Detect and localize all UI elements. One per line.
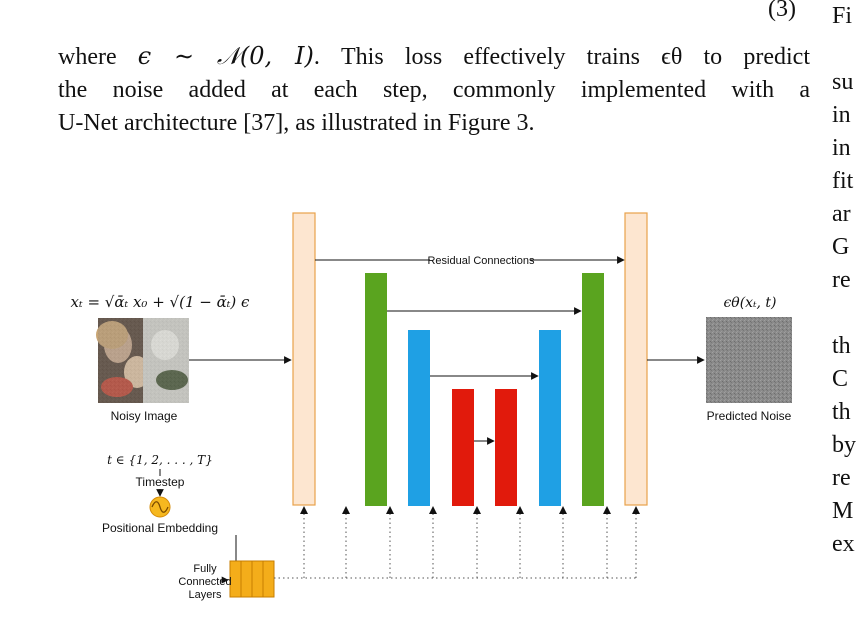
decoder-block-1 [624, 212, 648, 506]
right-fragment: in [832, 102, 851, 128]
right-fragment: Fi [832, 3, 853, 29]
right-fragment: C [832, 366, 849, 392]
body-paragraph: where ϵ ∼ 𝒩(0, I). This loss effectively… [58, 40, 810, 140]
right-fragment: by [832, 432, 856, 458]
right-fragment: su [832, 69, 854, 95]
equation-number: (3) [768, 0, 796, 22]
paragraph-line-1: where ϵ ∼ 𝒩(0, I). This loss effectively… [58, 40, 810, 74]
output-label: Predicted Noise [707, 409, 792, 423]
right-fragment: ex [832, 531, 855, 557]
right-fragment: re [832, 267, 851, 293]
right-column-fragments: Fi su in in fit ar G re th C th by re M … [832, 0, 863, 561]
residual-label: Residual Connections [427, 255, 535, 267]
timestep-set: t ∈ {1, 2, . . . , T} [107, 453, 213, 467]
bottleneck-block-2 [495, 389, 517, 506]
positional-embedding-label: Positional Embedding [102, 521, 218, 535]
residual-label-bg [430, 251, 530, 267]
input-equation: xₜ = √ᾱₜ x₀ + √(1 − ᾱₜ) ϵ [71, 293, 251, 311]
encoder-block-1 [292, 212, 316, 506]
input-label: Noisy Image [111, 409, 178, 423]
right-fragment: M [832, 498, 854, 524]
right-fragment: ar [832, 201, 851, 227]
conditioning-arrowheads [300, 506, 640, 514]
fully-connected-layers-icon [229, 560, 275, 598]
right-fragment: G [832, 234, 850, 260]
fc-label-line1: Fully [193, 563, 217, 575]
predicted-noise-image [706, 317, 792, 403]
paragraph-line-3: U-Net architecture [37], as illustrated … [58, 110, 535, 136]
right-fragment: th [832, 333, 851, 359]
fc-label-line2: Connected [178, 576, 231, 588]
text-run: . This loss effectively trains ϵθ to pre… [313, 44, 810, 70]
timestep-label: Timestep [136, 475, 185, 489]
paragraph-line-2: the noise added at each step, commonly i… [58, 77, 810, 103]
encoder-block-2 [365, 273, 387, 506]
conditioning-arrows [303, 511, 637, 578]
fc-label-line3: Layers [188, 589, 222, 601]
bottleneck-block-1 [452, 389, 474, 506]
sinusoid-icon [149, 496, 171, 518]
output-equation: ϵθ(xₜ, t) [723, 295, 776, 311]
noise-distribution-math: ϵ ∼ 𝒩(0, I) [137, 42, 314, 70]
right-fragment: in [832, 135, 851, 161]
decoder-block-2 [582, 273, 604, 506]
decoder-block-3 [539, 330, 561, 506]
text-run: where [58, 44, 138, 70]
right-fragment: th [832, 399, 851, 425]
encoder-block-3 [408, 330, 430, 506]
noisy-image [96, 318, 189, 403]
right-fragment: re [832, 465, 851, 491]
right-fragment: fit [832, 168, 854, 194]
